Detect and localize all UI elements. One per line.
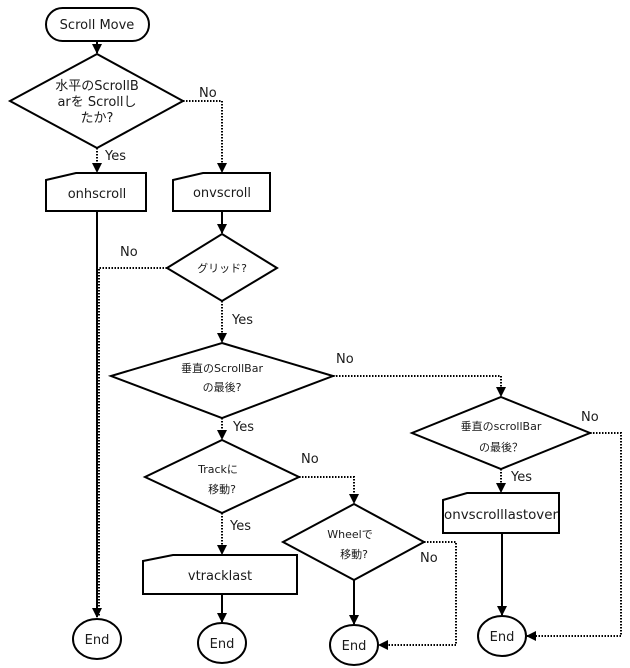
process-onhscroll: onhscroll bbox=[45, 172, 147, 212]
edge-label-no-vertical-last-2: No bbox=[581, 410, 599, 425]
decision-wheel: Wheelで 移動? bbox=[280, 502, 427, 582]
end-terminator-3: End bbox=[329, 624, 379, 666]
decision-horizontal-scroll-line2: arを Scrollし bbox=[57, 95, 136, 110]
decision-grid: グリッド? bbox=[165, 232, 279, 303]
end-terminator-4: End bbox=[477, 615, 527, 657]
decision-wheel-line1: Wheelで bbox=[327, 528, 372, 541]
decision-vertical-last-line2: の最後? bbox=[203, 380, 242, 394]
end-terminator-2: End bbox=[197, 622, 247, 664]
end-terminator-1: End bbox=[72, 618, 122, 660]
process-onhscroll-label: onhscroll bbox=[68, 187, 127, 202]
decision-vertical-last-2-line1: 垂直のscrollBar bbox=[461, 419, 542, 433]
decision-horizontal-scroll: 水平のScrollB arを Scrollし たか? bbox=[7, 52, 186, 150]
decision-vertical-last: 垂直のScrollBar の最後? bbox=[107, 341, 337, 420]
edge-label-yes-vertical-last-2: Yes bbox=[510, 470, 532, 485]
end-terminator-3-label: End bbox=[342, 639, 367, 654]
decision-horizontal-scroll-line3: たか? bbox=[81, 111, 114, 126]
decision-vertical-last-2: 垂直のscrollBar の最後？ bbox=[409, 395, 593, 471]
edge-q-horizontal-no bbox=[183, 100, 227, 173]
start-label: Scroll Move bbox=[60, 18, 135, 33]
edge-q-wheel-no bbox=[378, 541, 457, 650]
decision-track: Trackに 移動? bbox=[142, 438, 302, 515]
process-onvscrolllastover-label: onvscrolllastover bbox=[444, 508, 559, 523]
decision-track-line1: Trackに bbox=[197, 463, 238, 476]
edge-label-yes-grid: Yes bbox=[231, 313, 253, 328]
start-terminator: Scroll Move bbox=[45, 7, 150, 42]
end-terminator-1-label: End bbox=[85, 633, 110, 648]
process-onvscroll-label: onvscroll bbox=[193, 186, 251, 201]
decision-track-line2: 移動? bbox=[208, 482, 236, 496]
edge-label-yes-vertical-last: Yes bbox=[232, 420, 254, 435]
edge-q-vertical-last-no bbox=[333, 375, 506, 397]
process-vtracklast-label: vtracklast bbox=[188, 569, 252, 584]
edge-label-yes-track: Yes bbox=[229, 519, 251, 534]
edge-q-vertical-last2-no bbox=[526, 432, 622, 641]
decision-horizontal-scroll-line1: 水平のScrollB bbox=[55, 79, 139, 94]
decision-wheel-line2: 移動? bbox=[340, 547, 368, 561]
decision-vertical-last-line1: 垂直のScrollBar bbox=[181, 361, 263, 375]
end-terminator-4-label: End bbox=[490, 630, 515, 645]
edge-label-no-track: No bbox=[301, 452, 319, 467]
edge-label-no-grid: No bbox=[120, 245, 138, 260]
edge-q-grid-no bbox=[98, 267, 167, 617]
process-onvscroll: onvscroll bbox=[172, 172, 271, 212]
edge-q-track-no bbox=[299, 476, 359, 504]
process-vtracklast: vtracklast bbox=[142, 554, 298, 595]
edge-label-no-horizontal: No bbox=[199, 86, 217, 101]
edge-label-yes-horizontal: Yes bbox=[104, 149, 126, 164]
decision-vertical-last-2-line2: の最後？ bbox=[479, 440, 523, 454]
edge-label-no-vertical-last: No bbox=[336, 352, 354, 367]
end-terminator-2-label: End bbox=[210, 637, 235, 652]
edge-label-no-wheel: No bbox=[420, 551, 438, 566]
process-onvscrolllastover: onvscrolllastover bbox=[442, 492, 560, 534]
decision-grid-label: グリッド? bbox=[197, 261, 247, 275]
